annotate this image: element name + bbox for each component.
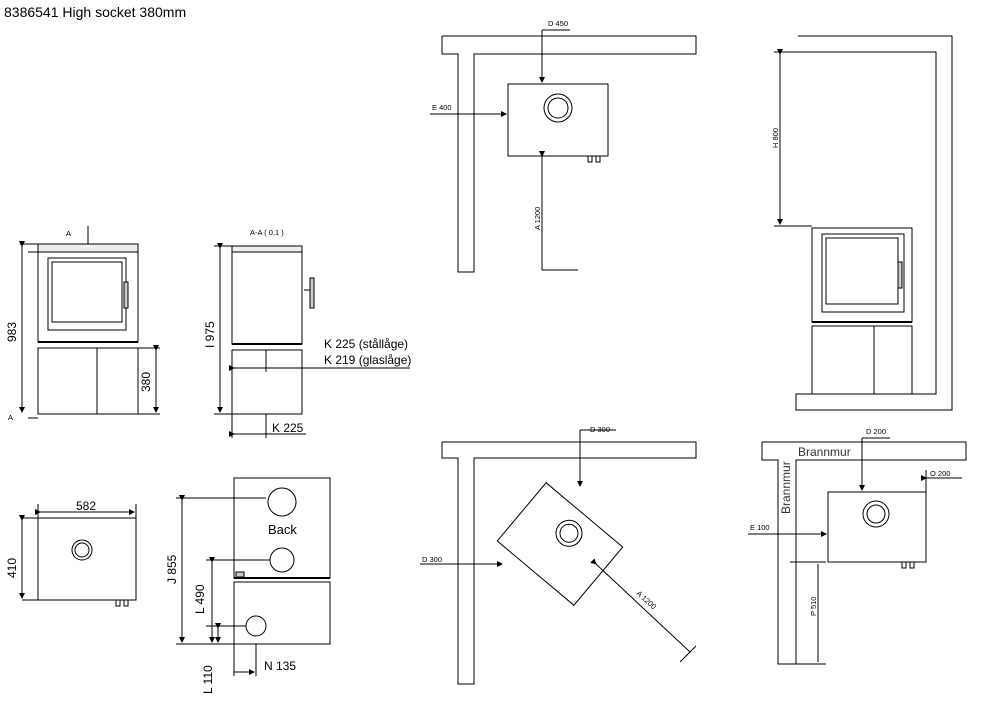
dim-i975: I 975 [203, 321, 217, 348]
dim-l110: L 110 [201, 665, 215, 694]
dim-d450: D 450 [548, 19, 568, 28]
dim-582: 582 [76, 499, 96, 513]
dim-o200: O 200 [930, 469, 950, 478]
install-top-view [430, 29, 697, 273]
dim-k225-bottom: K 225 [272, 421, 304, 435]
dim-p510: P 510 [809, 597, 818, 616]
dim-380: 380 [139, 372, 153, 392]
dim-k225-steel: K 225 (stållåge) [324, 337, 408, 351]
dim-a1200-top: A 1200 [533, 207, 542, 230]
back-view [176, 477, 331, 676]
dim-e100: E 100 [750, 523, 770, 532]
front-view [19, 226, 160, 419]
dim-n135: N 135 [264, 659, 296, 673]
section-mark-top: A [66, 229, 71, 238]
dim-d200: D 200 [866, 427, 886, 436]
dim-983: 983 [5, 322, 19, 342]
firewall-label-top: Brannmur [798, 445, 851, 459]
dim-l490: L 490 [193, 584, 207, 614]
firewall-label-left: Brannmur [779, 461, 793, 514]
dim-410: 410 [5, 558, 19, 578]
back-label: Back [268, 522, 297, 537]
top-view [19, 504, 137, 607]
install-firewall-view [748, 437, 967, 665]
dim-a1200-corner: A 1200 [635, 589, 658, 611]
install-side-view [774, 35, 953, 411]
drawing-title: 8386541 High socket 380mm [4, 4, 187, 20]
dim-d300-left: D 300 [422, 555, 442, 564]
section-label: A-A ( 0,1 ) [250, 228, 284, 237]
dim-d300-top: D 300 [590, 425, 610, 434]
dim-e400: E 400 [432, 103, 452, 112]
section-mark-bottom: A [8, 413, 13, 422]
dim-k219-glass: K 219 (glaslåge) [324, 353, 411, 367]
dim-j855: J 855 [165, 554, 179, 584]
dim-h800: H 800 [771, 128, 780, 148]
install-corner-view [420, 429, 697, 685]
section-view [214, 243, 410, 438]
